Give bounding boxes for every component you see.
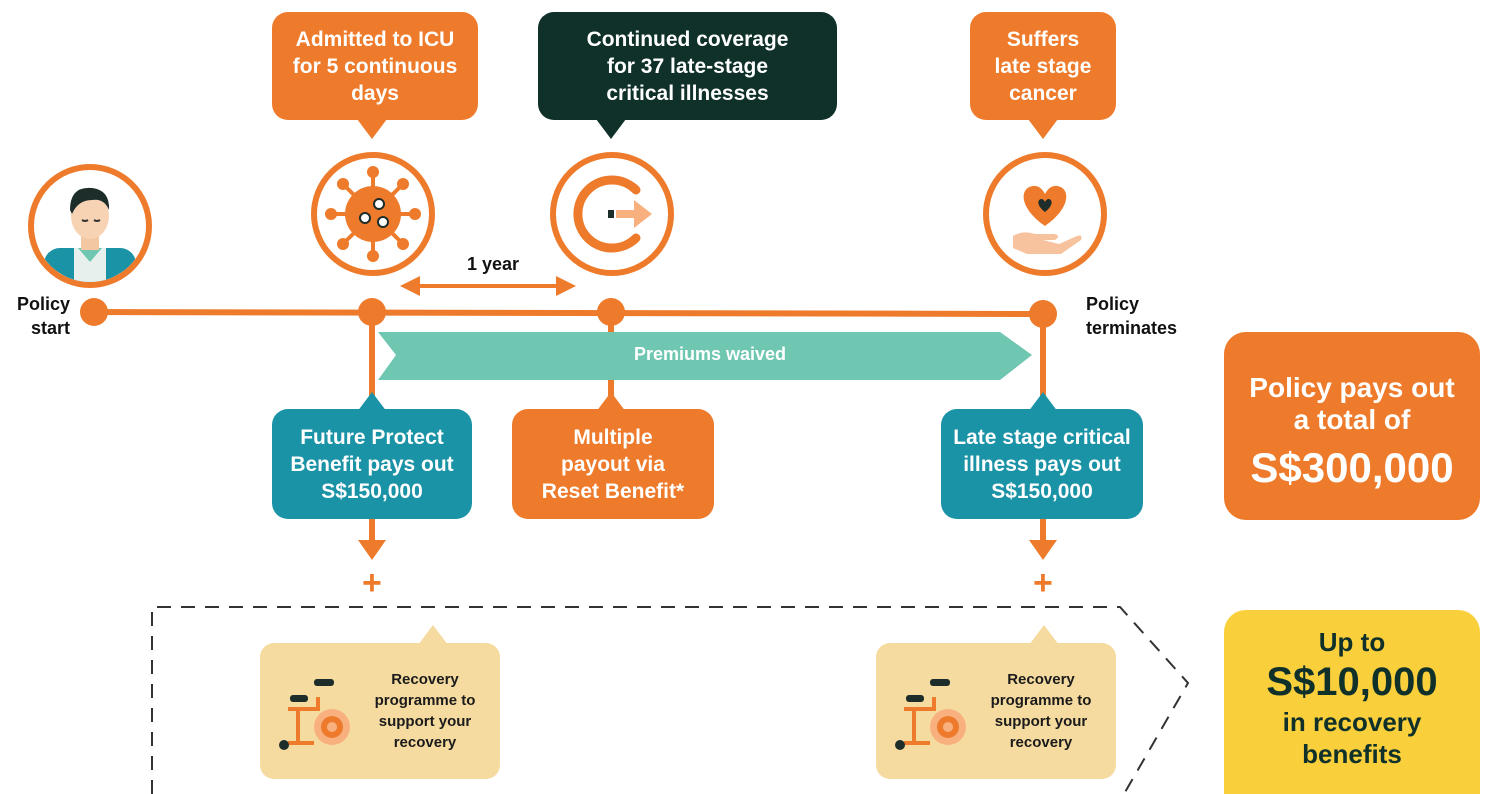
recovery-text-left: Recovery programme to support your recov… xyxy=(374,671,476,751)
payout-reset-pointer xyxy=(596,392,626,412)
event-coverage-text: Continued coverage for 37 late-stage cri… xyxy=(586,27,789,105)
recovery-left-pointer xyxy=(418,625,448,645)
down-arrow-right-head xyxy=(1029,540,1057,560)
payout-future-protect-text: Future Protect Benefit pays out S$150,00… xyxy=(290,425,454,503)
reset-arrow-icon xyxy=(550,152,674,276)
payout-late-stage-box: Late stage critical illness pays out S$1… xyxy=(941,409,1143,519)
recovery-text-right: Recovery programme to support your recov… xyxy=(990,671,1092,751)
recovery-box-right: Recovery programme to support your recov… xyxy=(876,643,1116,779)
timeline-line xyxy=(91,309,1047,317)
event-cancer-text: Suffers late stage cancer xyxy=(994,27,1092,105)
payout-future-pointer xyxy=(357,392,387,412)
timeline-dot-reset xyxy=(597,298,625,326)
duration-arrow-right-head xyxy=(556,276,576,296)
payout-future-protect-box: Future Protect Benefit pays out S$150,00… xyxy=(272,409,472,519)
policy-terminates-label: Policy terminates xyxy=(1086,294,1178,338)
recovery-total-line1: Up to xyxy=(1318,627,1386,657)
event-cancer-pointer xyxy=(1028,119,1058,139)
recovery-total-line3: benefits xyxy=(1302,739,1402,769)
event-cancer-bubble: Suffers late stage cancer xyxy=(970,12,1116,120)
timeline-dot-start xyxy=(80,298,108,326)
policy-total-box: Policy pays out a total of S$300,000 xyxy=(1224,332,1480,520)
event-icu-bubble: Admitted to ICU for 5 continuous days xyxy=(272,12,478,120)
event-icu-text: Admitted to ICU for 5 continuous days xyxy=(292,27,458,105)
recovery-box-left: Recovery programme to support your recov… xyxy=(260,643,500,779)
recovery-total-line2: in recovery xyxy=(1282,707,1422,737)
wheelchair-icon xyxy=(895,679,966,750)
duration-arrow-left-head xyxy=(400,276,420,296)
plus-sign-left: + xyxy=(362,564,382,602)
payout-late-stage-text: Late stage critical illness pays out S$1… xyxy=(953,425,1131,503)
timeline-dot-end xyxy=(1029,300,1057,328)
event-coverage-bubble: Continued coverage for 37 late-stage cri… xyxy=(538,12,837,120)
recovery-dashed-frame xyxy=(151,606,1190,794)
wheelchair-icon xyxy=(279,679,350,750)
premiums-waived-arrow xyxy=(378,332,1032,380)
plus-sign-right: + xyxy=(1033,564,1053,602)
payout-late-stage-pointer xyxy=(1028,392,1058,412)
event-coverage-pointer xyxy=(596,119,626,139)
policy-start-label: Policy start xyxy=(16,294,70,338)
policy-total-amount: S$300,000 xyxy=(1250,444,1454,491)
payout-reset-box: Multiple payout via Reset Benefit* xyxy=(512,409,714,519)
down-arrow-left-head xyxy=(358,540,386,560)
policy-total-line2: a total of xyxy=(1293,404,1411,435)
payout-reset-text: Multiple payout via Reset Benefit* xyxy=(541,425,685,503)
duration-label: 1 year xyxy=(466,254,520,274)
recovery-total-amount: S$10,000 xyxy=(1266,660,1438,704)
heart-in-hand-icon xyxy=(983,152,1107,276)
premiums-waived-label: Premiums waived xyxy=(633,344,787,364)
recovery-right-pointer xyxy=(1029,625,1059,645)
timeline-dot-icu xyxy=(358,298,386,326)
virus-icon xyxy=(311,152,435,276)
policy-total-line1: Policy pays out xyxy=(1249,372,1455,403)
person-avatar-icon xyxy=(28,164,152,288)
recovery-total-box: Up to S$10,000 in recovery benefits xyxy=(1224,610,1480,794)
event-icu-pointer xyxy=(357,119,387,139)
